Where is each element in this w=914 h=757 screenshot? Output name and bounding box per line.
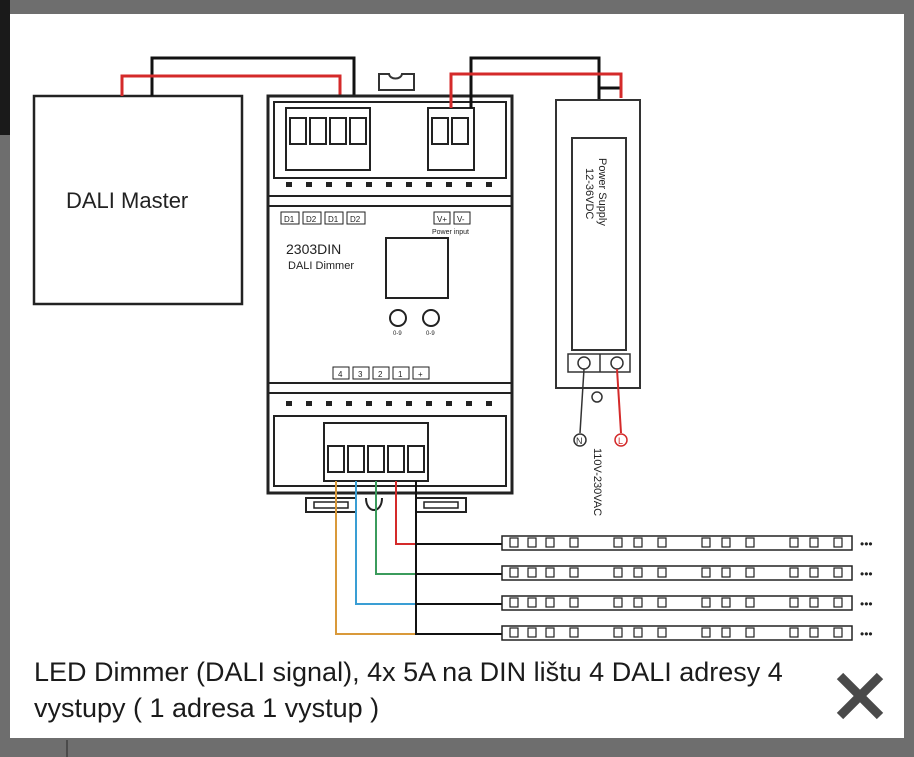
power-terminal-block	[427, 107, 475, 171]
svg-text:4: 4	[338, 370, 343, 379]
power-supply-unit: Power Supply 12-36VDC N L 110V-230VAC	[449, 56, 641, 516]
svg-text:12-36VDC: 12-36VDC	[583, 168, 595, 219]
close-button[interactable]	[830, 666, 890, 726]
image-lightbox: DALI Master	[10, 14, 904, 738]
svg-text:V+: V+	[437, 215, 447, 224]
svg-text:0-9: 0-9	[393, 331, 402, 337]
vent-slots-top	[286, 182, 492, 187]
led-strip-3: •••	[501, 595, 873, 611]
svg-text:D2: D2	[306, 215, 317, 224]
svg-text:D1: D1	[328, 215, 339, 224]
din-clip-top	[378, 73, 415, 91]
output-terminal-block	[323, 422, 429, 482]
svg-text:Power Supply: Power Supply	[596, 158, 608, 226]
device-name-label: DALI Dimmer	[288, 260, 354, 272]
svg-text:3: 3	[358, 370, 363, 379]
backdrop-divider	[66, 740, 68, 757]
svg-text:•••: •••	[860, 597, 873, 611]
led-strip-1: •••	[501, 535, 873, 551]
power-terminal-labels: V+ V- Power input	[432, 211, 471, 236]
svg-text:N: N	[576, 436, 583, 446]
wiring-diagram-image: DALI Master	[24, 28, 890, 648]
svg-text:L: L	[618, 436, 623, 446]
dali-terminal-labels: D1 D2 D1 D2	[280, 211, 366, 225]
mains-voltage-label: 110V-230VAC	[591, 448, 603, 516]
dali-master-label: DALI Master	[66, 188, 188, 213]
svg-text:Power input: Power input	[432, 229, 469, 236]
svg-text:D2: D2	[350, 215, 361, 224]
svg-text:0-9: 0-9	[426, 331, 435, 337]
backdrop-left-strip	[0, 0, 10, 135]
svg-text:V-: V-	[457, 215, 465, 224]
model-label: 2303DIN	[286, 241, 341, 257]
svg-text:1: 1	[398, 370, 403, 379]
close-x-icon	[836, 672, 884, 720]
led-strip-4: •••	[501, 625, 873, 641]
image-caption: LED Dimmer (DALI signal), 4x 5A na DIN l…	[34, 657, 783, 723]
svg-text:D1: D1	[284, 215, 295, 224]
dali-master-box	[32, 94, 244, 306]
dali-terminal-block	[285, 107, 371, 171]
svg-text:•••: •••	[860, 567, 873, 581]
output-wiring	[335, 481, 502, 635]
dali-red-wire	[120, 74, 342, 108]
svg-text:+: +	[418, 370, 423, 379]
output-terminal-labels: 4 3 2 1 +	[332, 366, 430, 380]
svg-text:2: 2	[378, 370, 383, 379]
vent-slots-bottom	[286, 401, 492, 406]
svg-text:•••: •••	[860, 627, 873, 641]
display-window	[385, 237, 449, 299]
address-knob-1	[389, 309, 407, 327]
svg-text:•••: •••	[860, 537, 873, 551]
address-knob-2	[422, 309, 440, 327]
led-strip-2: •••	[501, 565, 873, 581]
